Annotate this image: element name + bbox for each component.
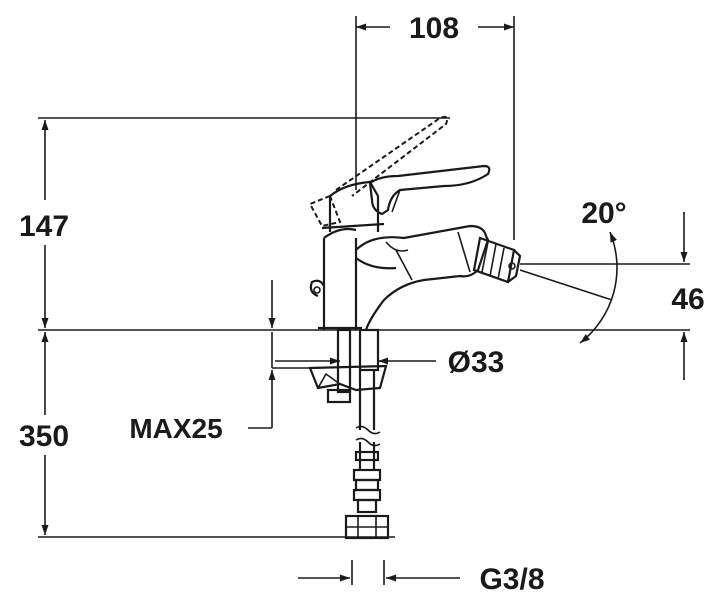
below-deck-label: 350 [19,420,69,453]
lever-handle-raised [308,115,449,228]
dimension-height-above-deck: 147 [19,120,69,328]
dimension-spout-reach: 108 [356,12,514,45]
nozzle-angle-label: 20° [581,197,626,230]
connection-thread-label: G3/8 [479,563,544,596]
nozzle-height-label: 46 [671,283,704,316]
dimension-connection-thread: G3/8 [298,563,545,596]
dimension-below-deck: 350 [19,332,69,535]
flexible-hose [352,370,382,514]
hole-diameter-label: Ø33 [448,346,505,379]
spout-reach-label: 108 [409,12,459,45]
mixer-body [309,180,385,330]
nozzle [472,236,522,284]
max-deck-thickness-label: MAX25 [129,413,222,444]
dimension-max-deck-thickness: MAX25 [129,280,320,444]
fixing-assembly [308,328,388,404]
dimension-hole-diameter: Ø33 [275,346,504,379]
connection-nut [344,514,390,540]
dimension-nozzle-height: 46 [671,212,705,380]
lever-handle [368,164,491,216]
spout [355,224,490,331]
dimension-nozzle-angle: 20° [519,197,627,344]
height-above-deck-label: 147 [19,210,69,243]
